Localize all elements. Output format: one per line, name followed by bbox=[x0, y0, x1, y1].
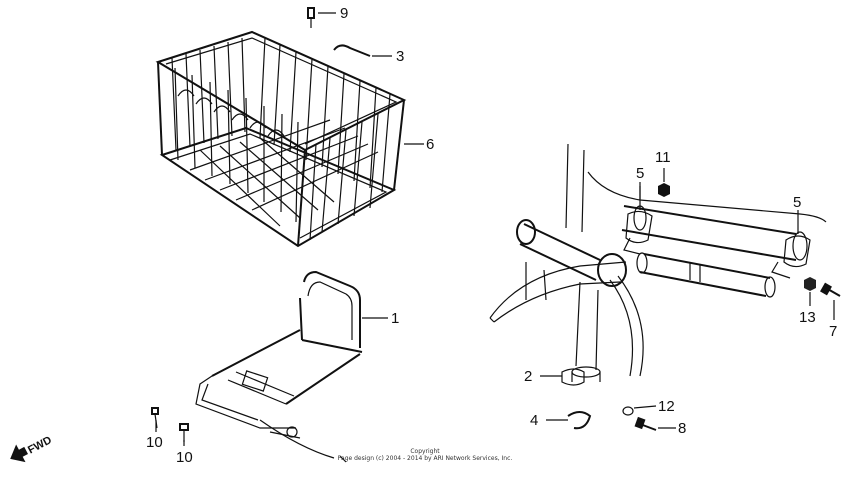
callout-12: 12 bbox=[658, 398, 675, 415]
callout-1: 1 bbox=[391, 310, 399, 327]
callout-10-right: 10 bbox=[176, 449, 193, 466]
basket bbox=[155, 30, 407, 248]
callout-7: 7 bbox=[829, 323, 837, 340]
forward-direction-indicator: FWD bbox=[10, 434, 54, 463]
callout-11: 11 bbox=[655, 149, 671, 166]
callout-5-right: 5 bbox=[793, 194, 801, 211]
leader-lines bbox=[155, 12, 835, 446]
handlebar-assembly bbox=[489, 143, 827, 382]
copyright-line-1: Copyright bbox=[410, 448, 440, 455]
callout-8: 8 bbox=[678, 420, 686, 437]
callout-labels: 9 3 6 1 11 5 5 13 7 2 4 12 8 10 10 bbox=[146, 5, 837, 466]
forward-arrow-icon bbox=[10, 444, 28, 463]
callout-6: 6 bbox=[426, 136, 434, 153]
callout-5-left: 5 bbox=[636, 165, 644, 182]
small-parts bbox=[151, 7, 841, 442]
callout-9: 9 bbox=[340, 5, 348, 22]
callout-10-left: 10 bbox=[146, 434, 163, 451]
copyright-line-2: Page design (c) 2004 - 2014 by ARI Netwo… bbox=[337, 455, 513, 462]
callout-13: 13 bbox=[799, 309, 816, 326]
basket-bracket bbox=[195, 270, 363, 463]
callout-4: 4 bbox=[530, 412, 538, 429]
callout-2: 2 bbox=[524, 368, 532, 385]
callout-3: 3 bbox=[396, 48, 404, 65]
